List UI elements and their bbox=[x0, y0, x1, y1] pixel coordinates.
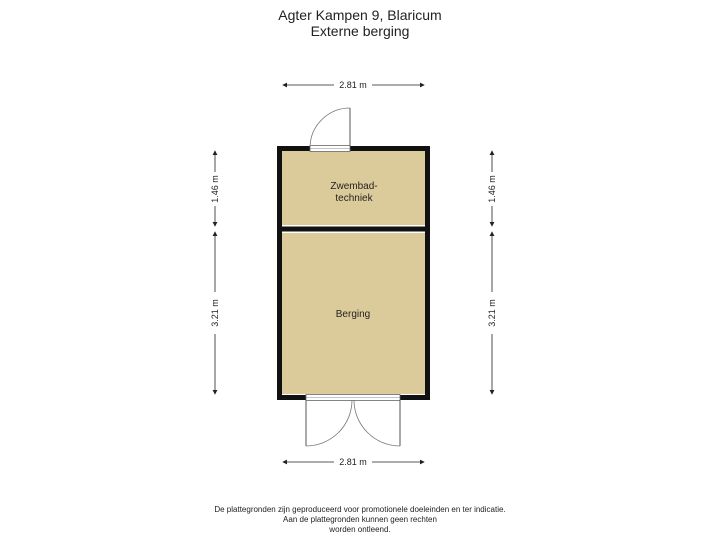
dim-right-upper-label: 1.46 m bbox=[487, 175, 497, 203]
room-label-berging: Berging bbox=[336, 309, 370, 320]
bottom-door-right-swing bbox=[353, 399, 401, 447]
dim-bottom-label: 2.81 m bbox=[339, 457, 367, 467]
page-title: Agter Kampen 9, Blaricum Externe berging bbox=[0, 7, 720, 39]
disclaimer-line-1: De plattegronden zijn geproduceerd voor … bbox=[214, 505, 506, 514]
disclaimer-line-3: worden ontleend. bbox=[329, 525, 391, 534]
room-berging bbox=[282, 233, 425, 394]
address-title: Agter Kampen 9, Blaricum bbox=[278, 7, 442, 23]
room-zwembadtechniek bbox=[282, 151, 425, 225]
dim-top-label: 2.81 m bbox=[339, 80, 367, 90]
building-subtitle: Externe berging bbox=[310, 23, 410, 39]
bottom-door-left-swing bbox=[305, 399, 353, 447]
disclaimer: De plattegronden zijn geproduceerd voor … bbox=[0, 505, 720, 535]
room-label-zwembad-line2: techniek bbox=[335, 193, 373, 204]
dim-right-lower-label: 3.21 m bbox=[487, 299, 497, 327]
dim-left-upper-label: 1.46 m bbox=[210, 175, 220, 203]
disclaimer-line-2: Aan de plattegronden kunnen geen rechten bbox=[283, 515, 437, 524]
room-label-zwembad-line1: Zwembad- bbox=[330, 181, 377, 192]
top-door-swing bbox=[309, 107, 351, 147]
dim-left-lower-label: 3.21 m bbox=[210, 299, 220, 327]
